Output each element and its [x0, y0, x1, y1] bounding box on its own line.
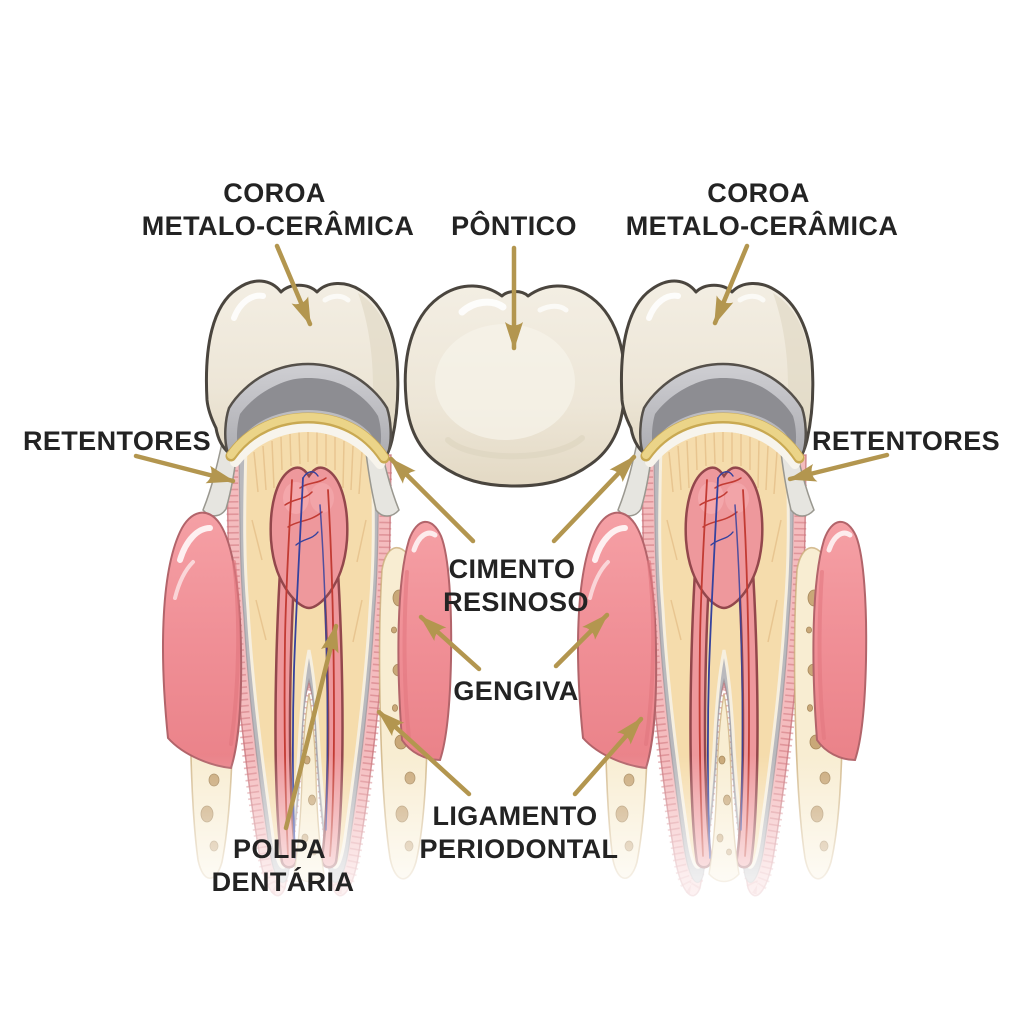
annotation-arrows [133, 243, 890, 831]
arrow-crown-left [274, 243, 313, 327]
arrow-retainers-left [133, 453, 236, 484]
arrow-retainers-right [787, 452, 890, 482]
pontic-gloss [537, 303, 569, 313]
pontic-tooth [403, 284, 627, 488]
arrow-gingiva-right [553, 612, 610, 669]
arrow-cement-right [551, 454, 637, 544]
label-retainers-right: RETENTORES [812, 426, 1000, 456]
label-dental-pulp: POLPA DENTÁRIA [212, 834, 355, 897]
arrow-cement-left [388, 456, 476, 544]
label-periodontal-ligament: LIGAMENTO PERIODONTAL [420, 801, 619, 864]
arrow-crown-right [712, 243, 750, 326]
bottom-fade [40, 755, 984, 1024]
arrow-pulp [283, 623, 339, 831]
pontic-shadow [445, 435, 585, 460]
arrow-ligament-left [376, 709, 472, 797]
label-crown-right: COROA METALO-CERÂMICA [626, 178, 898, 241]
arrow-gingiva-left [418, 614, 482, 672]
label-retainers-left: RETENTORES [23, 426, 211, 456]
annotation-labels: COROA METALO-CERÂMICA PÔNTICO COROA META… [23, 178, 1000, 897]
label-crown-left: COROA METALO-CERÂMICA [142, 178, 414, 241]
label-resin-cement: CIMENTO RESINOSO [443, 554, 589, 617]
arrow-ligament-right [572, 716, 644, 797]
label-gingiva: GENGIVA [453, 676, 578, 706]
pontic-highlight [435, 324, 575, 440]
label-pontic: PÔNTICO [451, 210, 577, 241]
pontic-gloss [458, 298, 507, 316]
